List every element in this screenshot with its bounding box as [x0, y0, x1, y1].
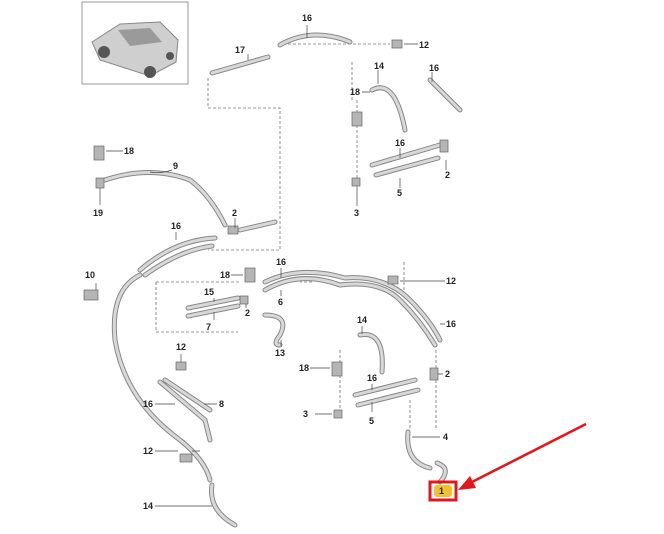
callout-16: 16 [446, 319, 456, 329]
highlighted-callout-1[interactable]: 1 [428, 480, 458, 502]
callout-6: 6 [278, 297, 283, 307]
callout-18: 18 [124, 146, 134, 156]
group-outline-upper [207, 78, 281, 251]
callout-9: 9 [173, 161, 178, 171]
callout-16: 16 [171, 221, 181, 231]
connectors [83, 39, 449, 463]
callout-12: 12 [446, 276, 456, 286]
callout-12: 12 [176, 342, 186, 352]
callout-19: 19 [93, 208, 103, 218]
dashed-leaders [339, 60, 437, 430]
callout-7: 7 [206, 322, 211, 332]
leader-lines [95, 25, 447, 507]
callout-13: 13 [275, 348, 285, 358]
callout-2: 2 [232, 208, 237, 218]
hoses [102, 32, 463, 528]
callout-10: 10 [85, 270, 95, 280]
callout-1: 1 [439, 486, 444, 496]
callout-14: 14 [143, 501, 153, 511]
callout-18: 18 [220, 270, 230, 280]
callout-2: 2 [445, 170, 450, 180]
callout-18: 18 [350, 87, 360, 97]
callout-14: 14 [357, 315, 367, 325]
callout-16: 16 [276, 257, 286, 267]
callout-14: 14 [374, 61, 384, 71]
callout-3: 3 [303, 409, 308, 419]
callout-5: 5 [397, 188, 402, 198]
callout-2: 2 [245, 308, 250, 318]
callout-15: 15 [204, 287, 214, 297]
callout-12: 12 [419, 40, 429, 50]
callout-16: 16 [302, 13, 312, 23]
callout-3: 3 [354, 208, 359, 218]
callout-16: 16 [429, 63, 439, 73]
callout-4: 4 [443, 432, 448, 442]
callout-2: 2 [445, 369, 450, 379]
red-arrow-icon [458, 422, 587, 490]
callout-16: 16 [395, 138, 405, 148]
callout-5: 5 [369, 416, 374, 426]
callout-16: 16 [367, 373, 377, 383]
group-outline-lower [155, 43, 390, 333]
callout-18: 18 [299, 363, 309, 373]
callout-16: 16 [143, 399, 153, 409]
vehicle-thumbnail [81, 1, 189, 85]
callout-8: 8 [219, 399, 224, 409]
callout-labels: 16 17 12 14 16 18 16 2 5 3 18 9 19 2 16 … [85, 13, 456, 511]
callout-12: 12 [143, 446, 153, 456]
callout-17: 17 [235, 45, 245, 55]
